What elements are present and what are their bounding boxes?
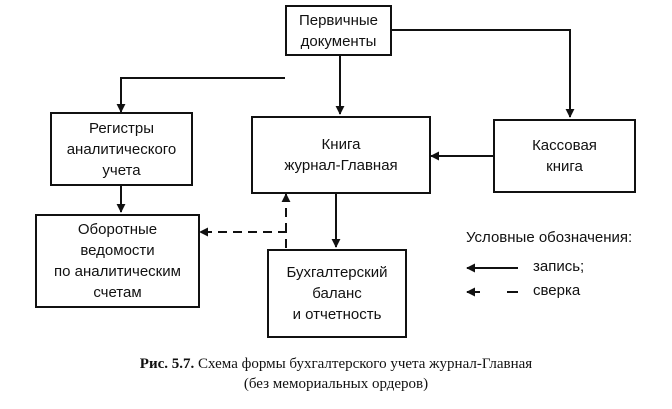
- caption-line-2: (без мемориальных ордеров): [243, 376, 429, 392]
- arrow-primary-to-registers: [116, 77, 285, 113]
- arrow-primary-to-cashbook: [392, 29, 575, 118]
- figure-caption: Рис. 5.7. Схема формы бухгалтерского уче…: [0, 356, 672, 373]
- legend-check-label: сверка: [533, 282, 581, 299]
- box-primary-documents: Первичные документы: [285, 5, 392, 56]
- check-line-balance-to-turnover: [199, 227, 287, 248]
- box-analytical-registers: Регистры аналитического учета: [50, 112, 193, 186]
- caption-line-1: Схема формы бухгалтерского учета журнал-…: [198, 356, 533, 372]
- figure-number: Рис. 5.7.: [139, 356, 195, 372]
- box-journal-general: Книга журнал-Главная: [251, 116, 431, 194]
- box-cash-book: Кассовая книга: [493, 119, 636, 193]
- box-balance-reporting: Бухгалтерский баланс и отчетность: [267, 249, 407, 338]
- box-turnover-statements: Оборотные ведомости по аналитическим сче…: [35, 214, 200, 308]
- legend-title: Условные обозначения:: [466, 229, 633, 246]
- legend-entry-label: запись;: [533, 258, 585, 275]
